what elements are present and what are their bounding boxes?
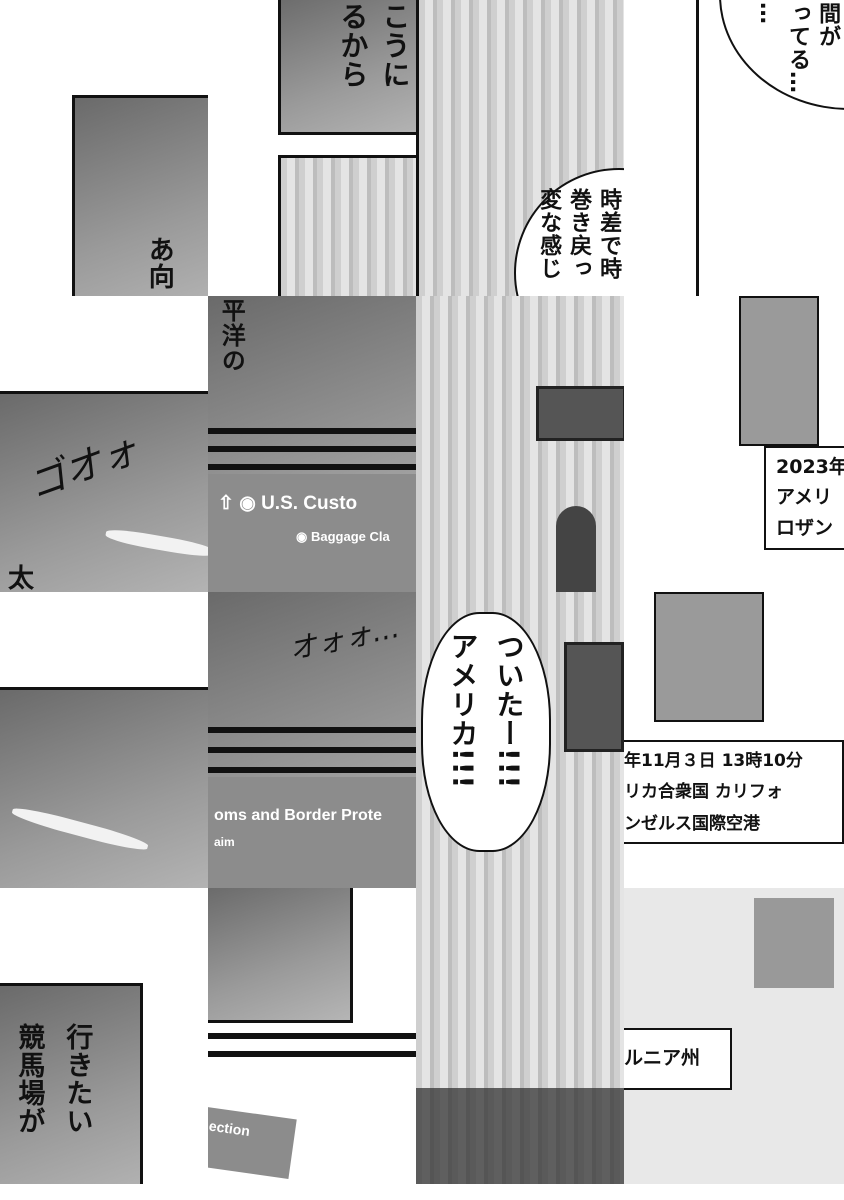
dialogue-text: ってる… (785, 2, 811, 94)
crowd (416, 1088, 624, 1184)
tile-r2c2: ついたー!!! アメリカ!!! (416, 592, 624, 888)
dialogue-text: 競馬場が (13, 1023, 45, 1135)
arrow-up-icon: ⇧ (218, 493, 234, 514)
tile-r3c0: 行きたい 競馬場が (0, 888, 208, 1184)
caption-line: ンゼルス国際空港 (624, 813, 760, 834)
customs-seal-icon: ◉ (239, 493, 256, 514)
caption-box: ルニア州 (624, 1028, 732, 1090)
panel (278, 0, 416, 135)
tile-r0c1: こうに るから (208, 0, 416, 296)
sign-text: Baggage Cla (310, 529, 390, 544)
tile-r0c3: 間が ってる… … (624, 0, 844, 296)
tile-r1c3: 2023年 アメリ ロザン (624, 296, 844, 592)
caption-line: 年11月３日 13時10分 (624, 751, 803, 771)
caption-line: 2023年 (776, 456, 844, 478)
tile-r3c2 (416, 888, 624, 1184)
panel (208, 888, 353, 1023)
panel (72, 95, 208, 296)
dialogue-text: 間が (815, 2, 841, 48)
tile-r2c1: オォォ… oms and Border Prote aim (208, 592, 416, 888)
panel (278, 155, 416, 296)
narration-text: 平洋の (217, 298, 246, 373)
dialogue-text: アメリカ!!! (446, 632, 480, 790)
flag-banner (536, 386, 624, 441)
dialogue-text: るから (336, 2, 370, 89)
dialogue-text: 巻き戻っ (566, 188, 592, 280)
sign-text: aim (214, 835, 235, 849)
tile-r3c1: ection (208, 888, 416, 1184)
panel (0, 983, 143, 1184)
tile-r1c1: 平洋の ⇧ ◉ U.S. Custo ◉ Baggage Cla (208, 296, 416, 592)
dialogue-text: … (755, 2, 781, 25)
baggage-icon: ◉ (296, 529, 308, 544)
caption-line: リカ合衆国 カリフォ (624, 782, 783, 803)
sign-text: U.S. Custo (261, 493, 358, 514)
tile-r2c0 (0, 592, 208, 888)
dialogue-text: ついたー!!! (492, 632, 526, 790)
airport-sign: ection (208, 1107, 297, 1179)
caption-box: 2023年 アメリ ロザン (764, 446, 844, 550)
dialogue-text: あ向 (144, 236, 175, 290)
poster (754, 898, 834, 988)
narration-text: 太 (8, 564, 35, 592)
tile-r0c0: あ向 (0, 0, 208, 296)
tile-r2c3: 年11月３日 13時10分 リカ合衆国 カリフォ ンゼルス国際空港 (624, 592, 844, 888)
dialogue-text: 変な感じ (536, 188, 562, 280)
dialogue-text: 時差で時 (596, 188, 622, 280)
tile-r0c2: 時差で時 巻き戻っ 変な感じ (416, 0, 624, 296)
caption-line: ルニア州 (624, 1047, 701, 1069)
sign-text: ection (208, 1117, 252, 1140)
dialogue-text: 行きたい (61, 1023, 93, 1135)
sound-effect: オォォ… (286, 610, 403, 667)
caption-line: ロザン (776, 516, 834, 539)
tile-r1c0: ゴオォ 太 (0, 296, 208, 592)
dialogue-text: こうに (378, 2, 412, 89)
caption-box: 年11月３日 13時10分 リカ合衆国 カリフォ ンゼルス国際空港 (624, 740, 844, 844)
character-figure (739, 296, 819, 446)
speech-bubble (421, 612, 551, 852)
airport-sign: oms and Border Prote aim (208, 777, 416, 888)
tile-r3c3: ルニア州 (624, 888, 844, 1184)
sign-text: oms and Border Prote (214, 807, 383, 824)
caption-line: アメリ (776, 486, 833, 509)
tile-r1c2 (416, 296, 624, 592)
welcome-banner (564, 642, 624, 752)
panel (0, 687, 208, 888)
airport-sign: ⇧ ◉ U.S. Custo ◉ Baggage Cla (208, 474, 416, 592)
character-figure (556, 506, 596, 592)
character-figure (654, 592, 764, 722)
panel (0, 391, 208, 592)
